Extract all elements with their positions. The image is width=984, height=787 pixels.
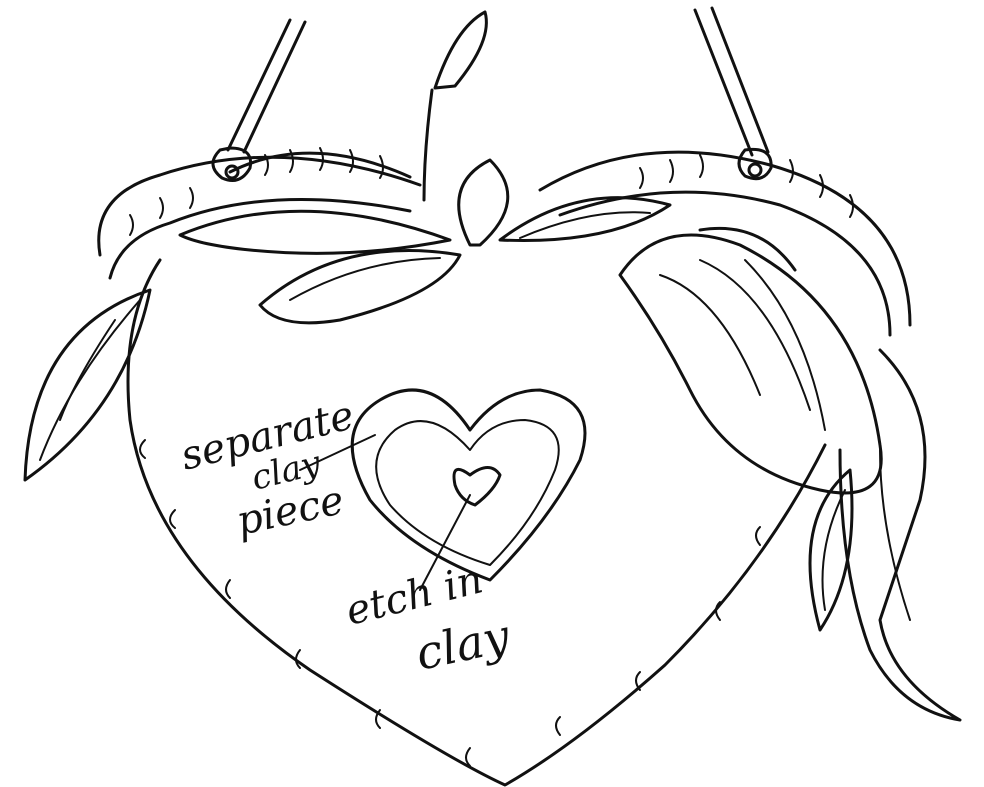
heart-outline <box>128 260 825 785</box>
left-leaf <box>25 290 150 480</box>
label-clay-2: clay <box>411 608 515 681</box>
separate-clay-heart <box>352 390 585 580</box>
label-piece: piece <box>233 477 348 544</box>
top-sprout <box>424 12 486 200</box>
